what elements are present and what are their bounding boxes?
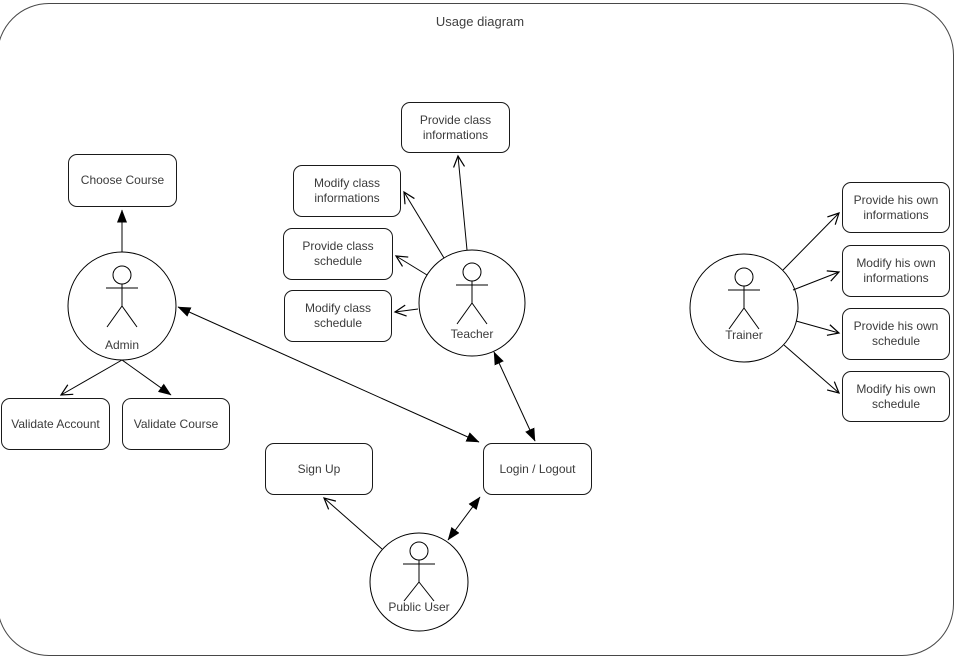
- edge-publicuser-sign-up[interactable]: [322, 497, 383, 550]
- edge-admin-validate-course[interactable]: [121, 359, 172, 396]
- usecase-sign-up[interactable]: Sign Up: [265, 443, 373, 495]
- diagram-title: Usage diagram: [435, 14, 525, 29]
- usecase-provide-his-own-schedule[interactable]: Provide his own schedule: [842, 308, 950, 360]
- edge-teacher-provide-class-schedule[interactable]: [394, 255, 428, 276]
- usecase-modify-class-informations[interactable]: Modify class informations: [293, 165, 401, 217]
- usecase-login-logout[interactable]: Login / Logout: [483, 443, 592, 495]
- edge-teacher-login-logout[interactable]: [493, 351, 536, 442]
- edge-publicuser-login-logout[interactable]: [447, 496, 481, 541]
- usecase-choose-course[interactable]: Choose Course: [68, 154, 177, 207]
- usecase-modify-his-own-schedule[interactable]: Modify his own schedule: [842, 371, 950, 422]
- edge-trainer-provide-his-own-schedule[interactable]: [795, 320, 841, 336]
- edge-admin-validate-account[interactable]: [59, 359, 123, 396]
- actor-admin-label: Admin: [104, 338, 139, 352]
- usecase-provide-class-informations[interactable]: Provide class informations: [401, 102, 510, 153]
- usecase-provide-his-own-informations[interactable]: Provide his own informations: [842, 182, 950, 233]
- actor-teacher-label: Teacher: [450, 327, 494, 341]
- actor-public-user-label: Public User: [388, 600, 450, 614]
- edge-teacher-provide-class-informations[interactable]: [453, 154, 468, 251]
- edge-teacher-modify-class-schedule[interactable]: [393, 304, 419, 317]
- usecase-provide-class-schedule[interactable]: Provide class schedule: [283, 228, 393, 280]
- usecase-validate-course[interactable]: Validate Course: [122, 398, 230, 450]
- usecase-validate-account[interactable]: Validate Account: [1, 398, 110, 450]
- actor-trainer-label: Trainer: [725, 328, 763, 342]
- actor-public-user[interactable]: [369, 532, 469, 632]
- edge-admin-login-logout[interactable]: [177, 306, 480, 443]
- edge-trainer-provide-his-own-informations[interactable]: [782, 212, 840, 271]
- actor-trainer[interactable]: [689, 253, 799, 363]
- usecase-modify-class-schedule[interactable]: Modify class schedule: [284, 290, 392, 342]
- edge-teacher-modify-class-informations[interactable]: [403, 190, 445, 259]
- edge-trainer-modify-his-own-informations[interactable]: [792, 270, 841, 291]
- edge-trainer-modify-his-own-schedule[interactable]: [783, 344, 841, 394]
- usecase-modify-his-own-informations[interactable]: Modify his own informations: [842, 245, 950, 297]
